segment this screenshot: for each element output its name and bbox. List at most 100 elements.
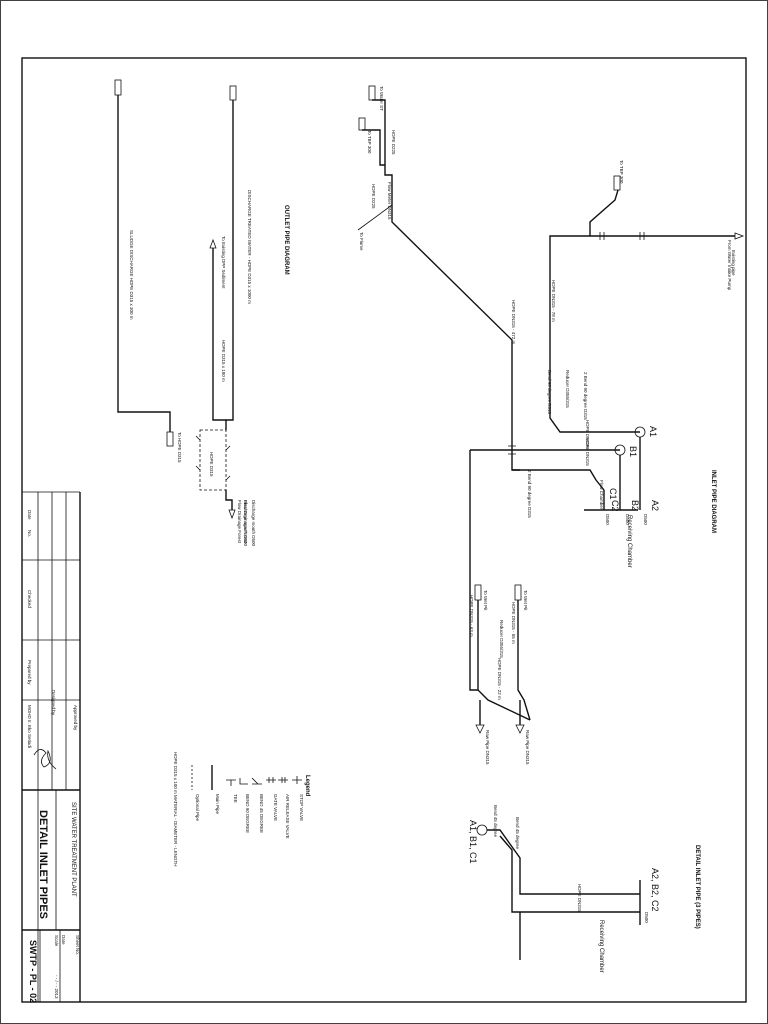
inlet-pipe-label-6: HDPE DN315 - 22 m [497, 658, 502, 700]
stop-valve-symbol [292, 776, 302, 784]
scale-label: Scale [54, 935, 59, 947]
inlet-pipe-label-3: HDPE DN315 - 472 m [511, 300, 516, 345]
detail-title: DETAIL INLET PIPE (3 PIPES) [694, 845, 700, 929]
approved-by-label: Approved by [73, 705, 78, 731]
tee-symbol [226, 779, 236, 786]
sludge-outlet-box [166, 431, 174, 447]
legend-item-0: STOP VALVE [299, 794, 304, 821]
outlet-side-pipe [362, 129, 385, 166]
inlet-annotation-1: From Water Intake Pump [727, 240, 732, 291]
detail-receiving-chamber: Receiving Chamber [598, 920, 604, 973]
inlet-title: INLET PIPE DIAGRAM [710, 470, 716, 533]
outlet-label-1: To TBP 300 [367, 130, 372, 154]
outlet-label-15: To HDPE D315 [177, 432, 182, 463]
outlet-label-0: To Water ST [379, 86, 384, 111]
lower-right-pipe [517, 600, 531, 721]
left-inlet-pipe [469, 450, 478, 691]
discharge-outlet-pipe [225, 490, 233, 510]
detail-bend-top: Bend 45 degree [515, 817, 520, 850]
outlet-main-pipe [372, 99, 513, 450]
inlet-dim-2: D500 [605, 514, 610, 525]
inlet-fitting-1: Reducer D355/315 [565, 370, 570, 408]
outlet-label-8: HDPE D315 x 180 m [221, 340, 226, 382]
legend-item-2: GATE VALVE [273, 794, 278, 821]
inlet-point-0: A1 [648, 426, 658, 437]
outlet-label-14: SLUDGE DISCHARGE HDPE D315 x 300 m [129, 230, 134, 320]
inlet-point-3: A2 [650, 500, 660, 511]
flow-meter-leader [357, 204, 393, 231]
designed-by-value: MOHD Ir. Eko Setiadi [27, 705, 32, 748]
outlet-label-7: To Existing DPP Sediment [221, 236, 226, 289]
prepared-by-label: Prepared by [27, 660, 32, 685]
no-col-label: No. [27, 530, 32, 537]
inlet-annotation-0: Existing pipe [731, 250, 736, 276]
lower-left-pipe [477, 600, 531, 721]
sludge-pipe [117, 95, 171, 432]
drawing-number: SWTP - PL - 02 [28, 940, 38, 1003]
outlet-label-10: Discharge mouth D500 [243, 500, 248, 547]
tbp-branch [589, 189, 619, 236]
outlet-label-5: To Flume [359, 232, 364, 251]
detail-ends-label: A2, B2, C2 [650, 868, 660, 912]
inlet-point-1: B1 [628, 446, 638, 457]
outlet-label-11: Flow Drainage Forest [237, 500, 242, 544]
inlet-annotation-3: To Wet Pit [523, 590, 528, 611]
drawing-title: DETAIL INLET PIPES [37, 810, 49, 919]
outlet-label-2: HDPE D225 [391, 130, 396, 155]
inlet-annotation-4: Raw Pipe DN315 [485, 730, 490, 765]
inlet-annotation-2: To Wet Pit [483, 590, 488, 611]
bend-90-symbol [239, 778, 248, 785]
inlet-annotation-7: Flow Chamber [599, 480, 604, 510]
inlet-fitting-2: 2 Bend 90 degree D315 [583, 372, 588, 420]
inlet-fitting-4: Reducer D355/315 [499, 620, 504, 658]
flume-box [199, 429, 227, 491]
detail-pipe-1 [487, 829, 640, 895]
inlet-annotation-5: Raw Pipe DN315 [525, 730, 530, 765]
branch-c1-pipe [512, 469, 605, 491]
intake-main-pipe [549, 235, 735, 433]
outlet-label-9: HDPE D315 [209, 452, 214, 477]
checked-label: Checked [27, 590, 32, 608]
discharge-pipe [226, 100, 234, 421]
inlet-pipe-label-5: HDPE DN315 - 55 m [511, 602, 516, 644]
dpp-branch-pipe [212, 248, 227, 430]
legend-title: Legend [304, 775, 310, 797]
legend-note: HDPE D315 x 100 m MATERIAL - DIAMETER - … [173, 752, 178, 867]
inlet-dim-1: D500 [625, 514, 630, 525]
inlet-point-2: C1 [608, 488, 618, 500]
sludge-inlet-box [114, 79, 122, 96]
inlet-pipe-label-2: HDPE DN315 - 78 m [551, 280, 556, 322]
receiving-chamber-label: Receiving Chamber [626, 515, 632, 568]
detail-pipe-label: HDPE DN315 [577, 884, 582, 912]
legend-item-3: BEND 45 DEGREE [259, 794, 264, 833]
tee-connector [511, 450, 520, 471]
date-col-label: Date [27, 510, 32, 520]
legend-item-4: BEND 90 DEGREE [245, 794, 250, 833]
air-release-valve-symbol [278, 777, 288, 783]
outlet-label-3: Flow Meter DN315 [387, 182, 392, 220]
dpp-arrow [209, 238, 217, 249]
intake-arrow [734, 232, 745, 240]
outlet-label-4: HDPE D225 [371, 184, 376, 209]
scale-value: - - / - - 2013 [54, 975, 59, 999]
legend-item-6: Main Pipe [215, 794, 220, 815]
inlet-point-4: B2 [630, 500, 640, 511]
inlet-fitting-3: 2 Bend 90 degree D315 [527, 470, 532, 518]
date-label: Date [61, 935, 66, 945]
inlet-fitting-0: Bend 90 degree D315 [547, 370, 552, 415]
inlet-pipe-label-0: HDPE DN315 [585, 420, 590, 448]
outlet-title: OUTLET PIPE DIAGRAM [283, 205, 289, 275]
detail-pipe-2 [499, 835, 640, 913]
legend-item-7: Optional Pipe [195, 794, 200, 822]
outlet-label-12: Discharge mouth D500 [251, 500, 256, 547]
legend-item-5: TEE [233, 794, 238, 803]
inlet-dim-0: D500 [643, 514, 648, 525]
inlet-pipe-label-4: HDPE DN315 - 63 m [469, 595, 474, 637]
inlet-pipe-diagram: INLET PIPE DIAGRAM HDPE D [357, 85, 745, 765]
company-name: SITE WATER TREATMENT PLANT [70, 802, 76, 897]
discharge-inlet-box [229, 85, 237, 101]
inlet-annotation-6: To TBP 300 [619, 160, 624, 184]
inlet-point-5: C2 [610, 500, 620, 512]
